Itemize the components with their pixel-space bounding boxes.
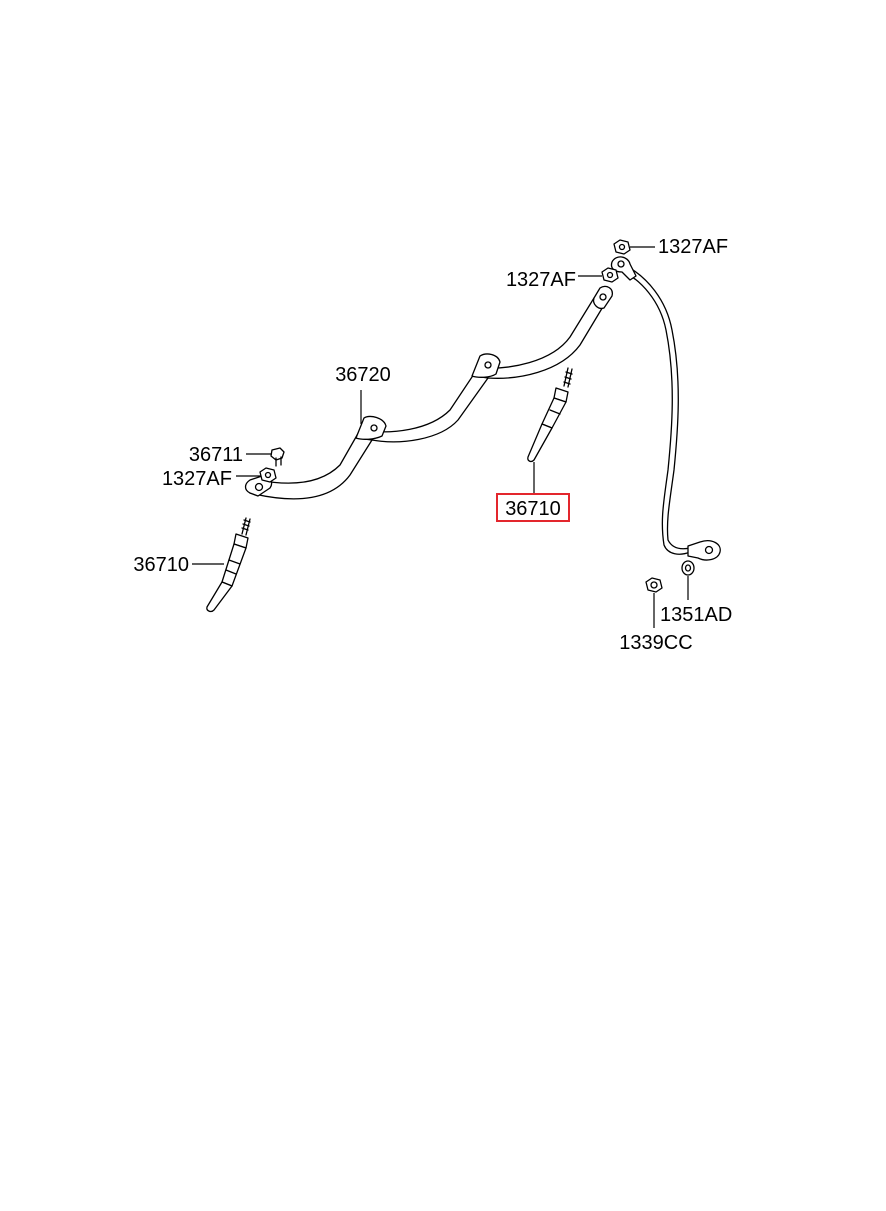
nut-bracket-end[interactable] [601,267,619,283]
glow-plug-left[interactable] [206,517,251,613]
highlight-box [496,493,570,522]
label-glow-plug-center[interactable]: 36710 [505,498,561,520]
nut-top-right[interactable] [613,239,631,255]
glow-plug-center[interactable] [527,367,573,463]
label-nut-left[interactable]: 1327AF [162,468,232,490]
bolt-36711[interactable] [270,447,285,467]
nut-left[interactable] [259,467,277,483]
ground-cable[interactable] [610,256,721,561]
label-nut-bracket-end[interactable]: 1327AF [506,269,576,291]
label-bracket[interactable]: 36720 [335,364,391,386]
nut-1339CC[interactable] [645,577,663,593]
label-glow-plug-left[interactable]: 36710 [133,554,189,576]
label-bolt[interactable]: 36711 [189,444,243,466]
washer-1351AD[interactable] [681,560,695,576]
label-washer[interactable]: 1351AD [660,604,732,626]
label-nut-bottom[interactable]: 1339CC [619,632,692,654]
label-nut-top-right[interactable]: 1327AF [658,236,728,258]
